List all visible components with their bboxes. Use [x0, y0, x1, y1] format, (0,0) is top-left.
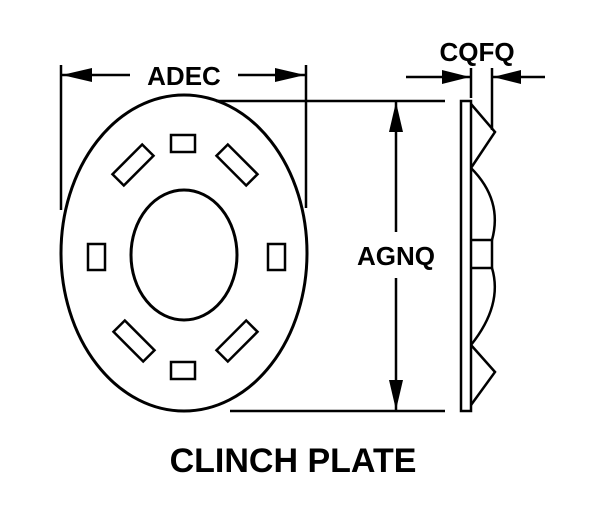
slot-bottom — [169, 360, 197, 381]
height-label: AGNQ — [357, 241, 435, 271]
slot-top — [169, 133, 197, 154]
slot-left — [86, 242, 107, 272]
slot-top-right — [214, 142, 260, 188]
slot-right — [266, 242, 287, 272]
slot-bottom-right — [214, 318, 260, 364]
plate-side-view — [459, 99, 497, 413]
width-label: ADEC — [147, 61, 221, 91]
slot-bottom-left — [111, 318, 157, 364]
plate-center-hole — [129, 188, 239, 322]
width-dimension — [59, 65, 308, 210]
diagram-caption: CLINCH PLATE — [170, 442, 417, 480]
thickness-label: CQFQ — [439, 37, 514, 67]
slot-top-left — [110, 142, 156, 188]
thickness-dimension — [406, 68, 545, 130]
plate-outer-outline — [59, 93, 309, 413]
height-dimension — [216, 99, 445, 413]
plate-slots — [86, 133, 287, 381]
